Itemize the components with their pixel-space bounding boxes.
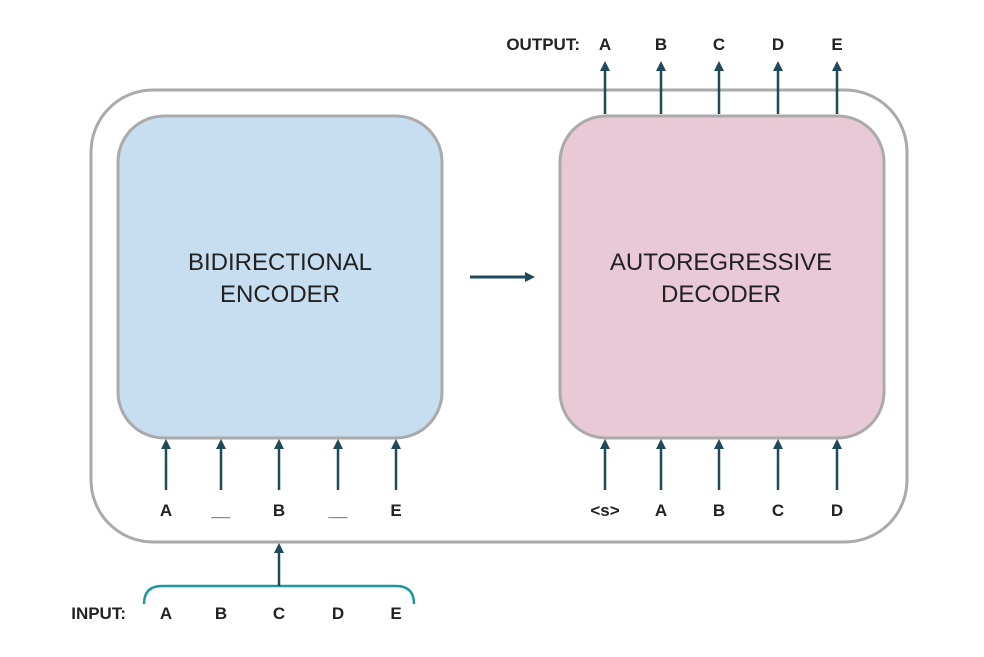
decoder-input-token: B [713, 501, 725, 520]
output-label: OUTPUT: [506, 35, 580, 54]
input-token: E [390, 604, 401, 623]
decoder-box [558, 114, 886, 440]
decoder-input-token: C [772, 501, 784, 520]
decoder-title-line1: AUTOREGRESSIVE [610, 249, 832, 276]
encoder-input-token: E [390, 501, 401, 520]
output-token: B [655, 35, 667, 54]
model-container [89, 88, 909, 544]
encoder-title-line1: BIDIRECTIONAL [188, 249, 372, 276]
input-label: INPUT: [71, 604, 126, 623]
encoder-input-mask-token: __ [328, 501, 348, 520]
encoder-input-token: B [273, 501, 285, 520]
encoder-input-mask-token: __ [211, 501, 231, 520]
encoder-title-line2: ENCODER [220, 281, 340, 308]
decoder-input-token: D [831, 501, 843, 520]
decoder-input-token: A [655, 501, 667, 520]
input-token: C [273, 604, 285, 623]
output-token: E [831, 35, 842, 54]
input-token: D [332, 604, 344, 623]
input-token: A [160, 604, 172, 623]
encoder-input-token: A [160, 501, 172, 520]
input-brace [142, 584, 416, 605]
output-token: A [599, 35, 611, 54]
decoder-input-token: <s> [590, 501, 619, 520]
output-token: D [772, 35, 784, 54]
decoder-title-line2: DECODER [661, 281, 781, 308]
encoder-box [116, 114, 444, 440]
input-token: B [215, 604, 227, 623]
output-token: C [713, 35, 725, 54]
